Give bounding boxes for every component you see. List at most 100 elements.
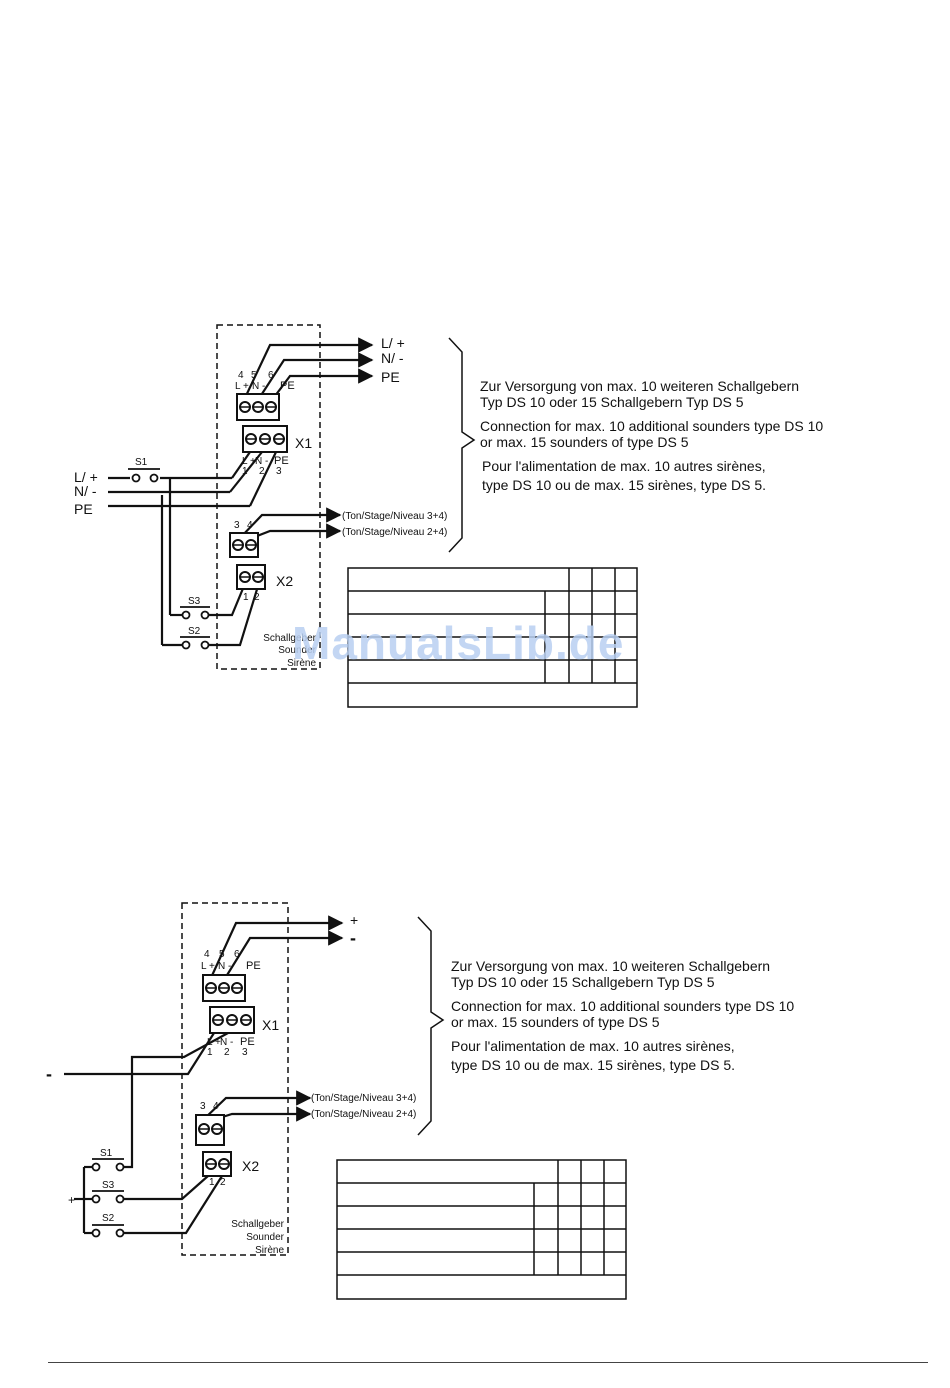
terminal-label: L + [235,381,249,392]
note-fr-line: type DS 10 ou de max. 15 sirènes, type D… [451,1057,736,1073]
label-s1: S1 [100,1148,113,1159]
terminal-num: 3 [242,1047,248,1058]
note-de-line: Typ DS 10 oder 15 Schallgebern Typ DS 5 [451,974,715,990]
device-label: Sounder [246,1232,284,1243]
terminal-label: N - [252,381,265,392]
terminal-num: 6 [268,370,274,381]
feed-lines [108,337,374,647]
terminal-num: 3 [276,466,282,477]
stage-label-2-4: (Ton/Stage/Niveau 2+4) [311,1109,416,1120]
terminal-block-x2-upper [195,1114,225,1146]
feed-label-pe: PE [74,501,93,517]
switch-s3 [180,606,210,620]
terminal-label: PE [274,455,289,467]
terminal-num: 4 [238,370,244,381]
note-en-line: Connection for max. 10 additional sounde… [451,998,795,1014]
device-label: Sounder [278,645,316,656]
note-de-line: Zur Versorgung von max. 10 weiteren Scha… [451,958,771,974]
terminal-num: 1 [207,1047,213,1058]
label-s2: S2 [188,626,201,637]
terminal-num: 5 [251,370,257,381]
terminal-num: 2 [224,1047,230,1058]
note-en-line: or max. 15 sounders of type DS 5 [451,1014,660,1030]
terminal-num: 1 [242,466,248,477]
out-label-plus: + [350,912,358,928]
switch-s2 [91,1224,125,1238]
out-label-minus: - [350,928,356,948]
terminal-label: PE [240,1036,255,1048]
terminal-num: 1 [243,592,249,603]
terminal-block-upper [202,974,246,1002]
device-label: Sirène [287,658,316,669]
terminal-num: 1 [209,1177,215,1188]
device-label: Schallgeber [263,633,316,644]
device-enclosure [216,324,321,670]
terminal-label: L + [207,1037,221,1048]
note-de-line: Typ DS 10 oder 15 Schallgebern Typ DS 5 [480,394,744,410]
wiring-diagram-ac: L/ + N/ - PE L/ + N/ - PE 4 5 6 L + N - … [74,324,638,708]
terminal-label: L + [201,961,215,972]
label-s3: S3 [102,1180,115,1191]
stage-label-3-4: (Ton/Stage/Niveau 3+4) [342,511,447,522]
terminal-label: N - [218,961,231,972]
out-label-l: L/ + [381,335,405,351]
terminal-label: N - [255,456,268,467]
terminal-block-upper [236,393,280,421]
terminal-num: 2 [254,592,260,603]
watermark: ManualsLib.de [292,617,625,669]
terminal-label: N - [220,1037,233,1048]
footer-rule [48,1362,928,1363]
switch-s2 [180,636,210,650]
switch-s1 [128,468,160,483]
note-de-line: Zur Versorgung von max. 10 weiteren Scha… [480,378,800,394]
switch-s3 [91,1190,125,1204]
terminal-num: 4 [247,520,253,531]
note-fr-line: Pour l'alimentation de max. 10 autres si… [482,458,766,474]
terminal-num: 5 [219,949,225,960]
terminal-label: PE [280,380,295,392]
terminal-num: 4 [204,949,210,960]
terminal-num: 6 [234,949,240,960]
terminal-block-x2-upper [229,532,259,558]
device-label: Schallgeber [231,1219,284,1230]
brace [448,337,476,553]
feed-label-l: L/ + [74,469,98,485]
label-x2: X2 [242,1158,259,1174]
terminal-block-x1 [242,425,288,453]
label-x1: X1 [295,435,312,451]
feed-lines [64,915,344,1235]
terminal-block-x2 [202,1151,232,1177]
revision-table [336,1159,627,1300]
note-fr-line: Pour l'alimentation de max. 10 autres si… [451,1038,735,1054]
terminal-num: 4 [213,1101,219,1112]
note-en-line: Connection for max. 10 additional sounde… [480,418,824,434]
terminal-num: 2 [220,1177,226,1188]
note-block-1: Zur Versorgung von max. 10 weiteren Scha… [480,378,823,493]
terminal-num: 3 [200,1101,206,1112]
device-label: Sirène [255,1245,284,1256]
label-x1: X1 [262,1017,279,1033]
terminal-block-x1 [209,1006,255,1034]
terminal-label: L + [242,456,256,467]
switch-s1 [91,1158,125,1172]
note-en-line: or max. 15 sounders of type DS 5 [480,434,689,450]
out-label-pe: PE [381,369,400,385]
label-s2: S2 [102,1213,115,1224]
stage-label-2-4: (Ton/Stage/Niveau 2+4) [342,527,447,538]
label-x2: X2 [276,573,293,589]
note-block-2: Zur Versorgung von max. 10 weiteren Scha… [451,958,794,1073]
label-s1: S1 [135,457,148,468]
revision-table [347,567,638,708]
feed-label-n: N/ - [74,483,97,499]
terminal-block-x2 [236,564,266,590]
note-fr-line: type DS 10 ou de max. 15 sirènes, type D… [482,477,767,493]
brace [417,916,445,1136]
terminal-num: 2 [259,466,265,477]
stage-label-3-4: (Ton/Stage/Niveau 3+4) [311,1093,416,1104]
label-s3: S3 [188,596,201,607]
feed-label-minus: - [46,1064,52,1084]
terminal-label: PE [246,960,261,972]
terminal-num: 3 [234,520,240,531]
device-enclosure [181,902,289,1256]
feed-label-plus: + [68,1193,75,1207]
